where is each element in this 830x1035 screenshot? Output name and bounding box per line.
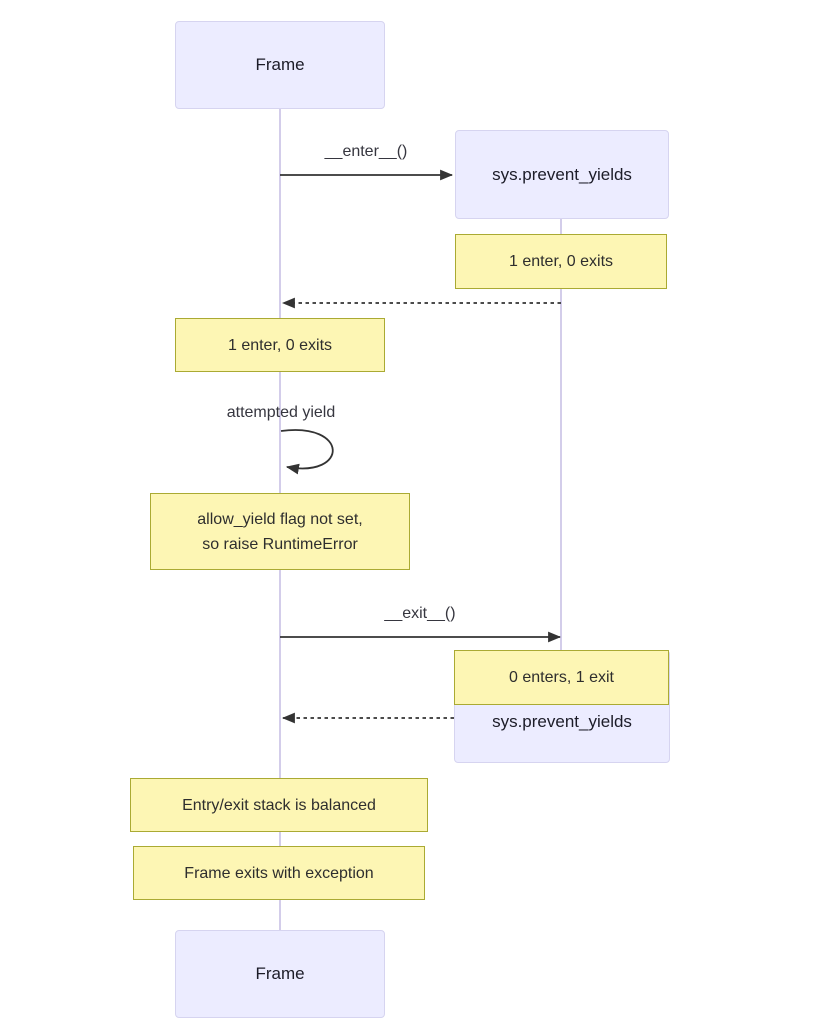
note-sys-after-enter: 1 enter, 0 exits (455, 234, 667, 289)
note-runtime-error-line1: allow_yield flag not set, (197, 510, 363, 528)
arrow-self-loop (280, 429, 334, 475)
note-frame-after-enter-text: 1 enter, 0 exits (227, 336, 333, 354)
note-sys-after-exit-text: 0 enters, 1 exit (509, 669, 614, 686)
note-runtime-error: allow_yield flag not set, so raise Runti… (150, 493, 410, 570)
message-exit-label: __exit__() (384, 605, 456, 622)
message-enter-label: __enter__() (324, 143, 408, 160)
note-stack-balanced: Entry/exit stack is balanced (130, 778, 428, 832)
note-runtime-error-line2: so raise RuntimeError (202, 535, 358, 553)
note-frame-exception: Frame exits with exception (133, 846, 425, 900)
actor-sys-top: sys.prevent_yields (455, 130, 669, 219)
actor-sys-bottom-label: sys.prevent_yields (492, 712, 632, 731)
actor-sys-top-label: sys.prevent_yields (492, 164, 632, 184)
note-stack-balanced-text: Entry/exit stack is balanced (182, 796, 376, 814)
message-self-loop-label: attempted yield (226, 404, 336, 421)
actor-frame-top-label: Frame (255, 55, 305, 74)
note-sys-after-exit: 0 enters, 1 exit (454, 650, 669, 705)
note-frame-exception-text: Frame exits with exception (184, 864, 374, 882)
note-sys-after-enter-text: 1 enter, 0 exits (508, 253, 614, 270)
note-frame-after-enter: 1 enter, 0 exits (175, 318, 385, 372)
actor-frame-bottom: Frame (175, 930, 385, 1018)
actor-frame-bottom-label: Frame (255, 964, 305, 983)
actor-frame-top: Frame (175, 21, 385, 109)
